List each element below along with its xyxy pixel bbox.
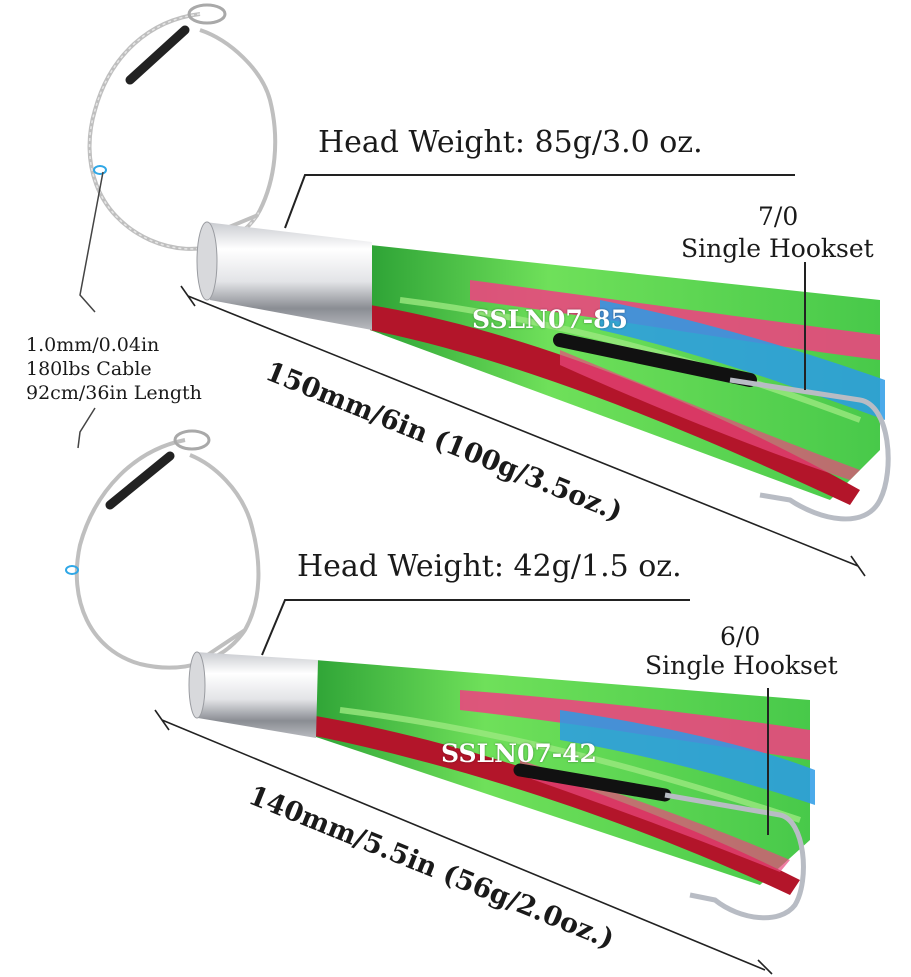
- model-code-label-1: SSLN07-85: [472, 305, 628, 334]
- cable-spec-bracket: [77, 171, 104, 449]
- chrome-head-2: [188, 651, 318, 738]
- hook-size-label-2: 6/0: [720, 622, 761, 651]
- chrome-head-1: [196, 221, 372, 330]
- head-weight-callout-1: [284, 174, 795, 229]
- hook-1: [729, 377, 891, 522]
- skirt-1: [370, 245, 885, 505]
- cable-spec-line-2: 180lbs Cable: [26, 358, 152, 380]
- dimension-line-1: [180, 285, 866, 577]
- cable-spec-line-1: 1.0mm/0.04in: [26, 334, 160, 356]
- head-weight-label-2: Head Weight: 42g/1.5 oz.: [297, 549, 682, 584]
- hook-type-label-1: Single Hookset: [681, 234, 874, 263]
- lure-2: [65, 429, 815, 975]
- model-code-label-2: SSLN07-42: [441, 739, 597, 768]
- head-weight-callout-2: [261, 599, 690, 656]
- leader-cable-2: [65, 429, 261, 670]
- lure-1: [87, 3, 891, 577]
- leader-cable-1: [87, 3, 278, 251]
- skirt-2: [310, 660, 815, 895]
- cable-spec-line-3: 92cm/36in Length: [26, 382, 202, 404]
- hook-size-label-1: 7/0: [758, 202, 799, 231]
- hook-2: [664, 792, 806, 921]
- head-weight-label-1: Head Weight: 85g/3.0 oz.: [318, 125, 703, 160]
- dimension-line-2: [154, 709, 773, 975]
- hook-type-label-2: Single Hookset: [645, 651, 838, 680]
